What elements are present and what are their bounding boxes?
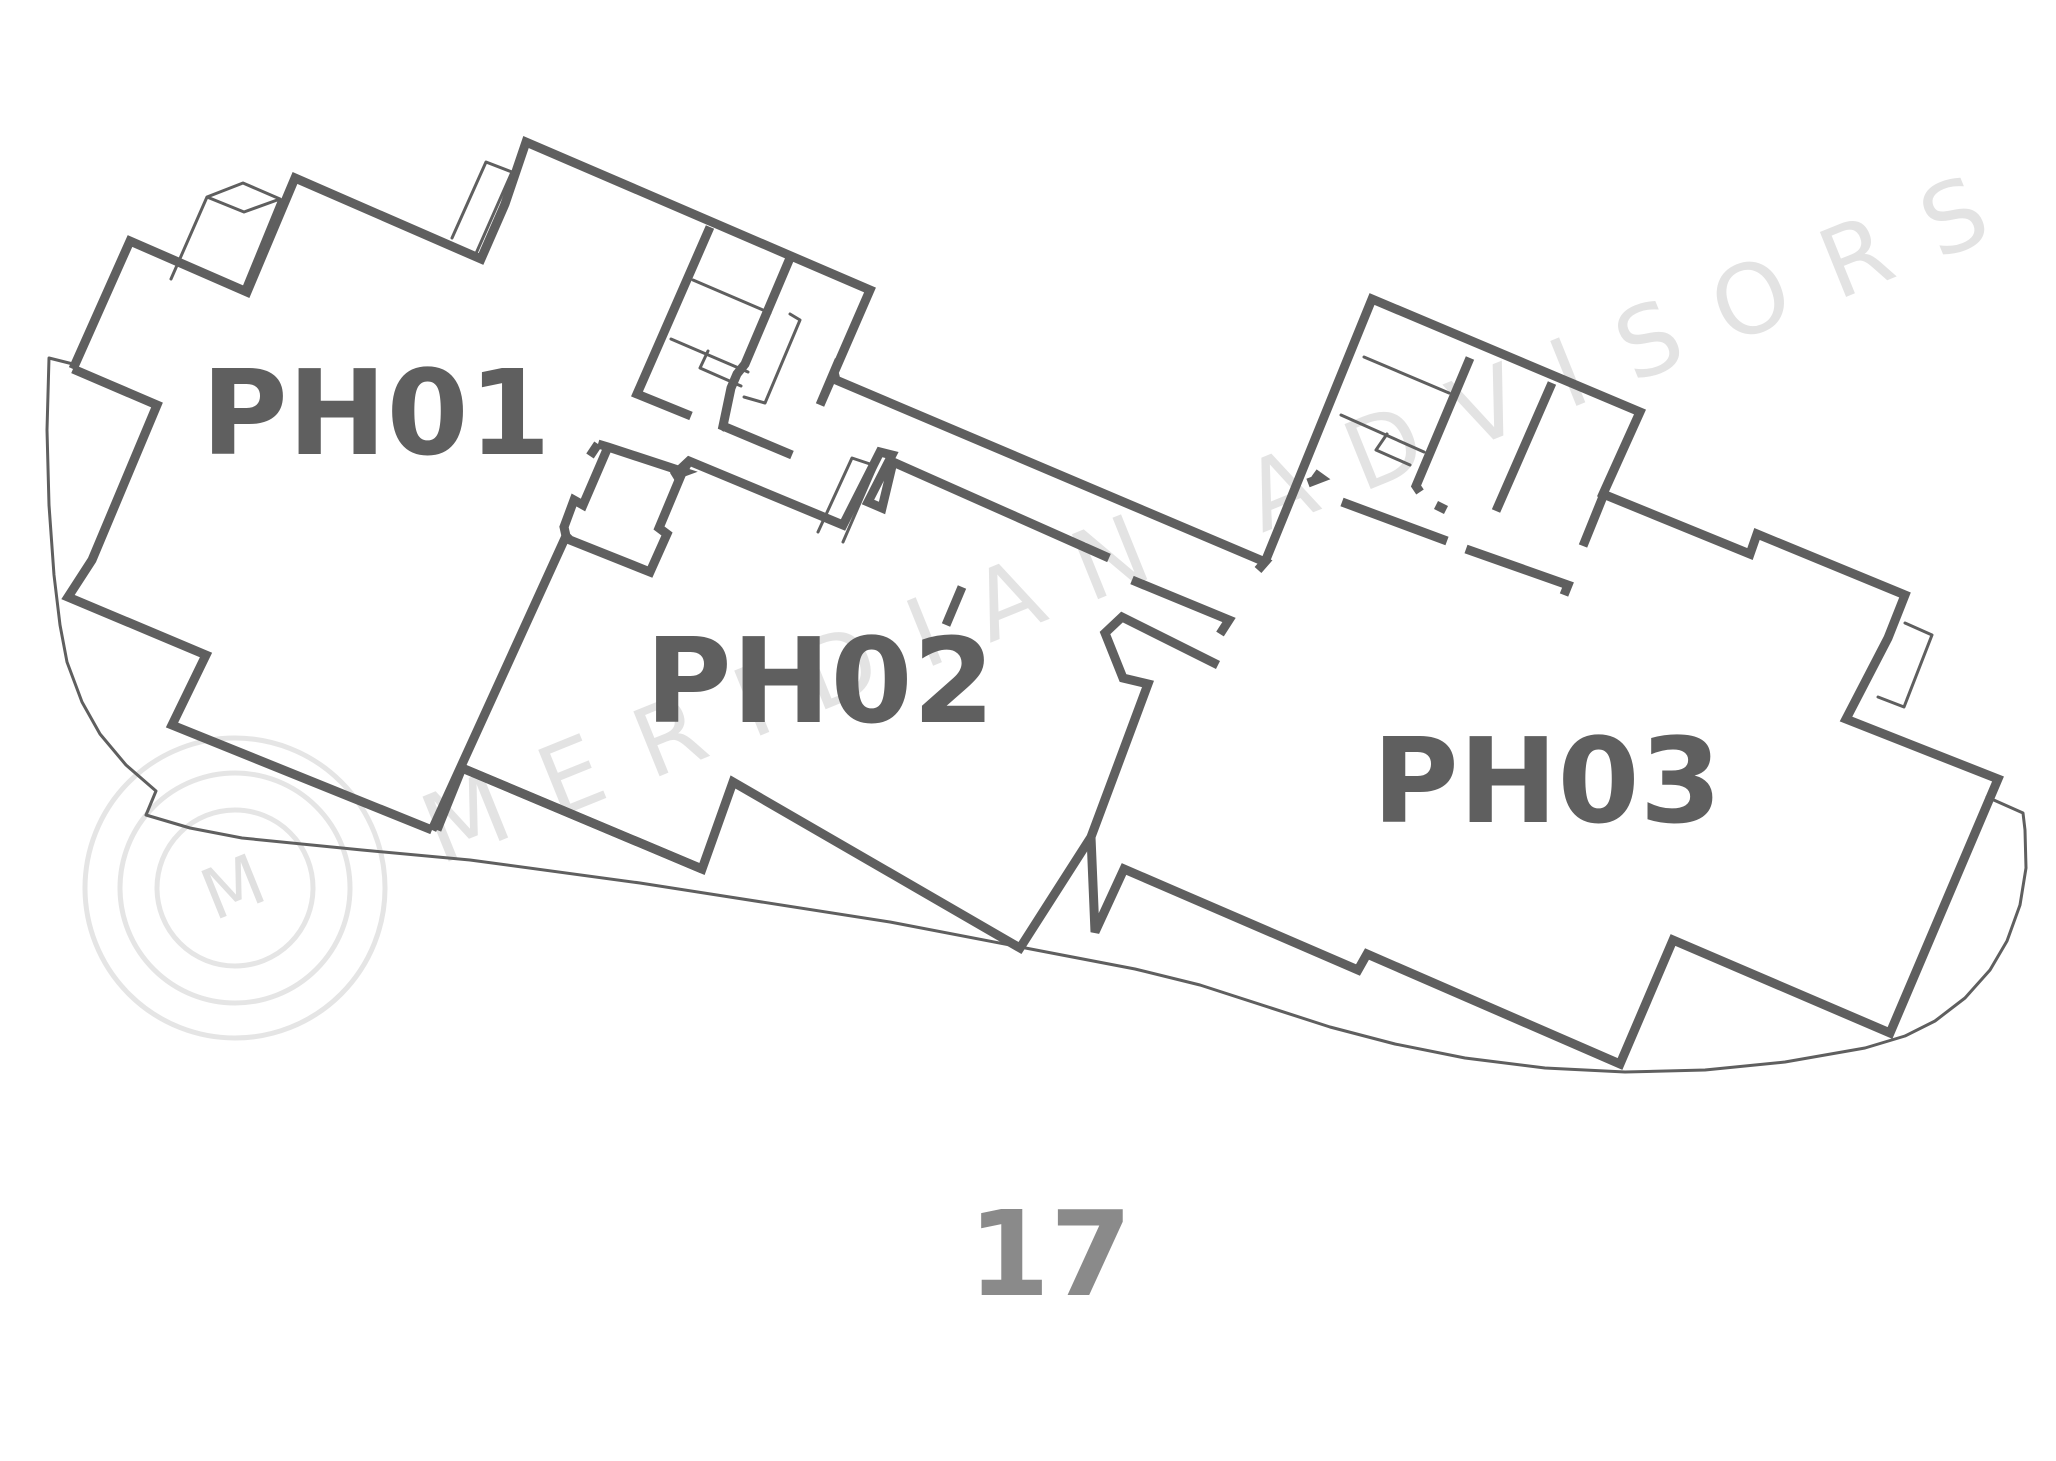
ph01-label: PH01 xyxy=(201,344,550,482)
ph01-balcony-1 xyxy=(169,181,282,289)
ph03-outline xyxy=(1086,293,2004,1070)
ph01-balcony-2 xyxy=(450,160,514,260)
watermark-text: MERIDIAN ADVISORS xyxy=(407,139,2043,887)
ph03-label: PH03 xyxy=(1372,712,1721,850)
ph03-balcony xyxy=(1876,621,1934,709)
ph01-interior-walls xyxy=(631,225,795,460)
ph02-window-mark xyxy=(941,585,967,627)
ph02-label: PH02 xyxy=(645,612,994,750)
floor-number: 17 xyxy=(968,1185,1132,1323)
ph02-west-wall xyxy=(427,534,704,874)
watermark-logo: M xyxy=(82,735,388,1041)
site-boundary xyxy=(45,356,2028,1074)
ph01-west-wall xyxy=(61,364,434,835)
ph02-balcony xyxy=(816,456,878,544)
ph03-closet xyxy=(1339,355,1451,467)
watermark-logo-letter: M xyxy=(190,838,277,937)
ph02-outline xyxy=(432,439,1236,955)
ph03-lower-left xyxy=(1306,469,1331,488)
ph03-interior-walls xyxy=(1340,356,1609,597)
watermark: M MERIDIAN ADVISORS xyxy=(82,139,2043,1041)
ph01-exterior-wall xyxy=(68,135,1273,573)
unit-ph01[interactable]: PH01 xyxy=(61,135,1273,835)
unit-ph03[interactable]: PH03 xyxy=(1086,293,2004,1070)
unit-ph02[interactable]: PH02 xyxy=(427,439,1236,955)
ph02-entry-wall xyxy=(559,441,693,578)
ph01-closet xyxy=(669,278,802,405)
